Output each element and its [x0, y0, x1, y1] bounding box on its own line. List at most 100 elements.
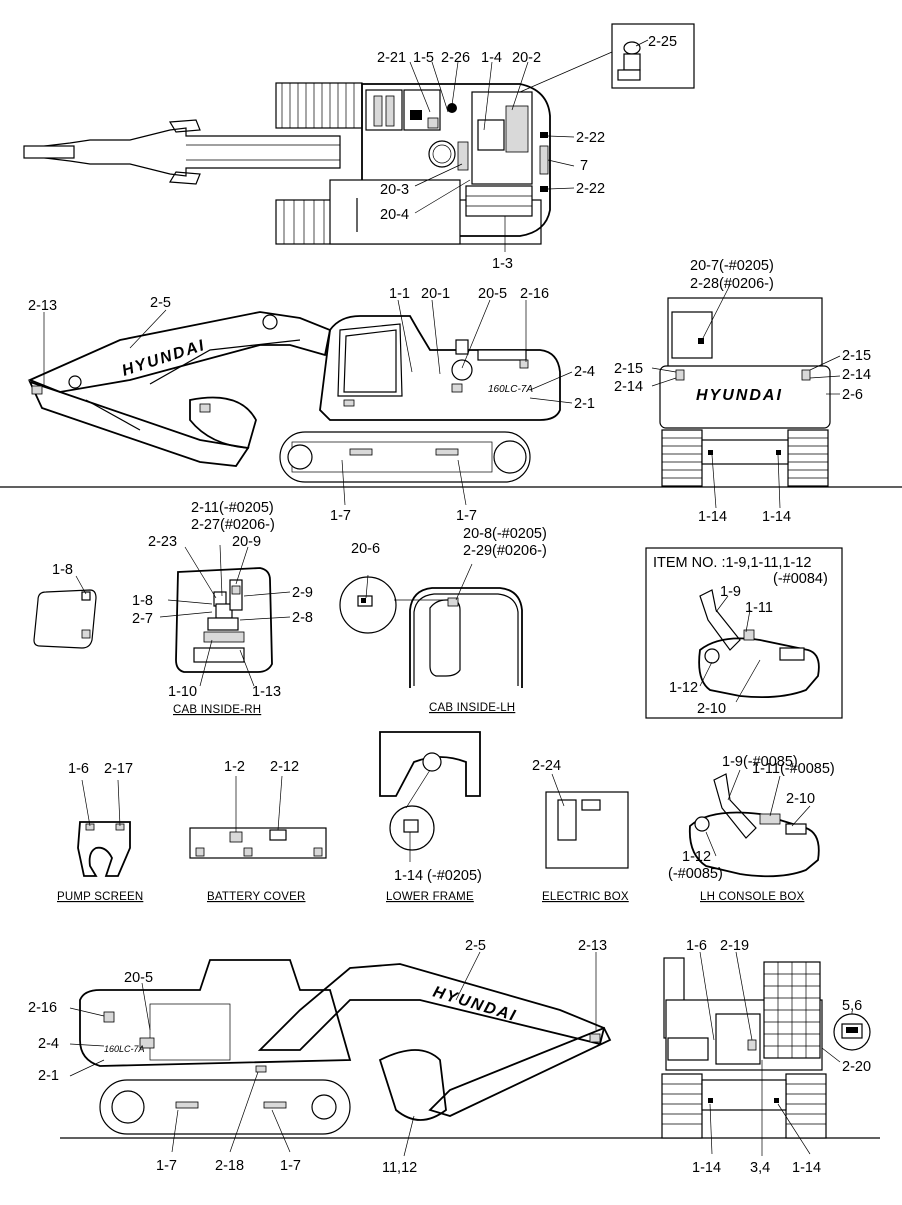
label-2-18: 2-18	[215, 1158, 244, 1174]
label-2-29: 2-29(#0206-)	[463, 543, 547, 559]
label-1-14-lower: 1-14 (-#0205)	[394, 868, 482, 884]
label-1-10: 1-10	[168, 684, 197, 700]
label-1-5: 1-5	[413, 50, 434, 66]
label-1-6-a: 1-6	[68, 761, 89, 777]
label-2-7: 2-7	[132, 611, 153, 627]
label-1-2: 1-2	[224, 759, 245, 775]
label-2-21: 2-21	[377, 50, 406, 66]
label-1-1: 1-1	[389, 286, 410, 302]
bottom-model-text: 160LC-7A	[104, 1044, 145, 1054]
side-view: HYUNDAI 160LC-7A	[0, 286, 902, 524]
caption-electric-box: ELECTRIC BOX	[542, 891, 629, 903]
cab-inside-lh: 20-6 20-8(-#0205) 2-29(#0206-) CAB INSID…	[339, 526, 547, 714]
label-1-14-bottom-a: 1-14	[692, 1160, 721, 1176]
label-2-27: 2-27(#0206-)	[191, 517, 275, 533]
label-2-5-bottom: 2-5	[465, 938, 486, 954]
caption-cab-inside-lh: CAB INSIDE-LH	[429, 702, 515, 714]
label-2-10: 2-10	[697, 701, 726, 717]
label-2-28: 2-28(#0206-)	[690, 276, 774, 292]
label-2-16: 2-16	[520, 286, 549, 302]
label-20-7: 20-7(-#0205)	[690, 258, 774, 274]
label-2-10-lh: 2-10	[786, 791, 815, 807]
label-0085-lh: (-#0085)	[668, 866, 723, 882]
label-1-6-bottom: 1-6	[686, 938, 707, 954]
label-11-12: 11,12	[382, 1160, 417, 1176]
item-box: ITEM NO. :1-9,1-11,1-12 (-#0084) 1-9 1-1…	[645, 547, 843, 719]
item-box-title-2: (-#0084)	[773, 571, 828, 587]
label-20-5: 20-5	[478, 286, 507, 302]
label-1-12: 1-12	[669, 680, 698, 696]
label-1-11: 1-11	[745, 600, 773, 616]
label-2-4: 2-4	[574, 364, 595, 380]
label-1-11-lh: 1-11(-#0085)	[752, 761, 835, 777]
item-box-title-1: ITEM NO. :1-9,1-11,1-12	[653, 555, 811, 571]
label-1-7-a: 1-7	[330, 508, 351, 524]
label-7: 7	[580, 158, 588, 174]
label-1-8-b: 1-8	[132, 593, 153, 609]
label-2-5: 2-5	[150, 295, 171, 311]
label-1-13: 1-13	[252, 684, 281, 700]
label-2-1: 2-1	[574, 396, 595, 412]
label-2-22-b: 2-22	[576, 181, 605, 197]
label-2-13: 2-13	[28, 298, 57, 314]
label-20-8: 20-8(-#0205)	[463, 526, 547, 542]
bottom-rear-view: 1-6 2-19 5,6 2-20 1-14 3,4 1-14	[661, 938, 871, 1176]
label-20-3: 20-3	[380, 182, 409, 198]
label-1-14-a: 1-14	[698, 509, 727, 525]
caption-cab-inside-rh: CAB INSIDE-RH	[173, 704, 261, 716]
label-20-6: 20-6	[351, 541, 380, 557]
label-2-8: 2-8	[292, 610, 313, 626]
cab-inside-rh: 1-8 2-11(-#0205) 2-27(#0206-) 2-23 20-9 …	[33, 500, 313, 716]
label-2-1-bottom: 2-1	[38, 1068, 59, 1084]
label-1-9-lh: 1-9(-#0085)	[722, 754, 798, 770]
rear-brand-text: HYUNDAI	[696, 387, 783, 404]
label-2-9: 2-9	[292, 585, 313, 601]
label-1-9: 1-9	[720, 584, 741, 600]
label-2-15-b: 2-15	[842, 348, 871, 364]
label-1-4: 1-4	[481, 50, 502, 66]
label-20-5-bottom: 20-5	[124, 970, 153, 986]
label-2-24: 2-24	[532, 758, 561, 774]
label-20-1: 20-1	[421, 286, 450, 302]
label-2-22-a: 2-22	[576, 130, 605, 146]
label-3-4: 3,4	[750, 1160, 770, 1176]
label-2-6: 2-6	[842, 387, 863, 403]
caption-lh-console-box: LH CONSOLE BOX	[700, 891, 805, 903]
label-2-16-bottom: 2-16	[28, 1000, 57, 1016]
label-20-9: 20-9	[232, 534, 261, 550]
label-2-23: 2-23	[148, 534, 177, 550]
rear-view: HYUNDAI 20-7(-#0205) 2-28(#0206-) 2-15	[614, 258, 871, 525]
label-2-26: 2-26	[441, 50, 470, 66]
label-20-4: 20-4	[380, 207, 409, 223]
label-1-7-b: 1-7	[456, 508, 477, 524]
label-2-12: 2-12	[270, 759, 299, 775]
caption-pump-screen: PUMP SCREEN	[57, 891, 143, 903]
label-1-3: 1-3	[492, 256, 513, 272]
label-1-12-lh: 1-12	[682, 849, 711, 865]
label-2-25: 2-25	[648, 34, 677, 50]
label-2-11: 2-11(-#0205)	[191, 500, 274, 516]
label-5-6: 5,6	[842, 998, 862, 1014]
caption-battery-cover: BATTERY COVER	[207, 891, 305, 903]
label-2-14-b: 2-14	[842, 367, 871, 383]
top-view: 2-21 1-5 2-26 1-4 20-2 2-25 2-22 7 2-22 …	[23, 23, 695, 272]
label-2-15-a: 2-15	[614, 361, 643, 377]
label-1-8-a: 1-8	[52, 562, 73, 578]
lower-frame: 1-14 (-#0205) LOWER FRAME	[379, 731, 482, 903]
label-2-14-a: 2-14	[614, 379, 643, 395]
label-2-17-a: 2-17	[104, 761, 133, 777]
bottom-boom-brand-text: HYUNDAI	[431, 984, 519, 1026]
label-1-7-bottom-b: 1-7	[280, 1158, 301, 1174]
label-2-13-bottom: 2-13	[578, 938, 607, 954]
label-20-2: 20-2	[512, 50, 541, 66]
side-model-text: 160LC-7A	[488, 384, 533, 395]
label-2-4-bottom: 2-4	[38, 1036, 59, 1052]
battery-cover: 1-2 2-12 BATTERY COVER	[189, 759, 327, 903]
lh-console-box: 1-9(-#0085) 1-11(-#0085) 2-10 1-12 (-#00…	[668, 754, 835, 903]
label-1-14-b: 1-14	[762, 509, 791, 525]
label-2-20: 2-20	[842, 1059, 871, 1075]
caption-lower-frame: LOWER FRAME	[386, 891, 474, 903]
label-2-19: 2-19	[720, 938, 749, 954]
